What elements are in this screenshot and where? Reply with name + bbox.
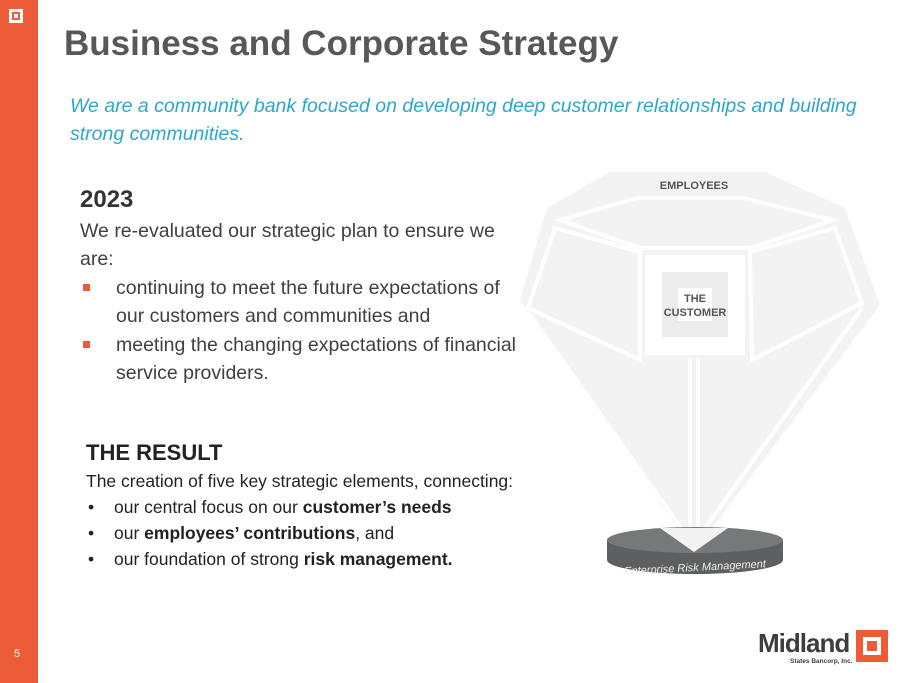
list-item: continuing to meet the future expectatio… <box>80 274 520 331</box>
section-2023: 2023 We re-evaluated our strategic plan … <box>80 186 520 388</box>
section-result: THE RESULT The creation of five key stra… <box>86 440 606 572</box>
diagram-top-label: EMPLOYEES <box>660 180 728 192</box>
section-2023-intro: We re-evaluated our strategic plan to en… <box>80 219 495 271</box>
list-item: our foundation of strong risk management… <box>86 546 606 572</box>
tagline: We are a community bank focused on devel… <box>70 95 857 145</box>
text: our central focus on our <box>114 497 303 517</box>
bold-text: risk management. <box>303 549 453 569</box>
company-logo: Midland States Bancorp, Inc. <box>758 628 888 665</box>
page-title: Business and Corporate Strategy <box>64 24 619 63</box>
diagram-center-line2: CUSTOMER <box>664 307 727 319</box>
text: , and <box>355 523 395 543</box>
list-item: our central focus on our customer’s need… <box>86 494 606 520</box>
bold-text: customer’s needs <box>302 497 452 517</box>
result-intro: The creation of five key strategic eleme… <box>86 471 514 491</box>
list-item: our employees’ contributions, and <box>86 520 606 546</box>
logo-square-icon <box>856 630 888 662</box>
logo-subtitle: States Bancorp, Inc. <box>790 658 853 665</box>
result-heading: THE RESULT <box>86 440 223 465</box>
text: our <box>114 523 145 543</box>
side-accent-bar: 5 <box>0 0 38 683</box>
logo-name: Midland <box>758 628 850 658</box>
section-2023-heading: 2023 <box>80 186 134 213</box>
list-item: meeting the changing expectations of fin… <box>80 331 520 388</box>
logo-square-icon <box>9 9 23 23</box>
bold-text: employees’ contributions <box>144 523 356 543</box>
text: our foundation of strong <box>114 549 304 569</box>
diagram-center-line1: THE <box>684 293 706 305</box>
page-number: 5 <box>14 648 21 660</box>
